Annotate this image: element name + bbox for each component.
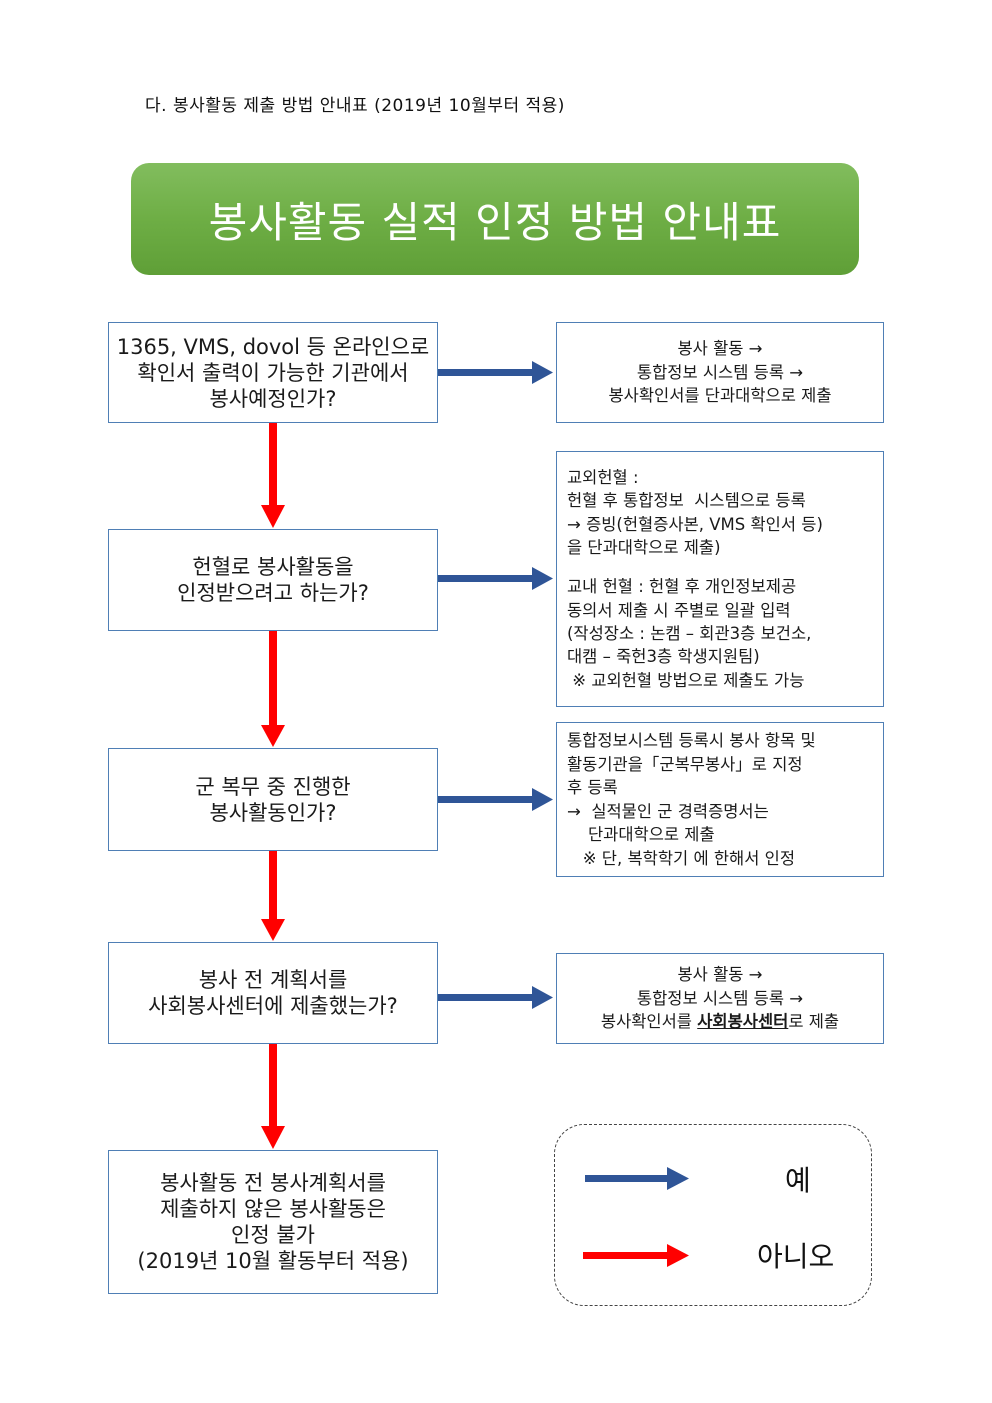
legend: 예 아니오 [554,1124,872,1306]
answer-line: ※ 단, 복학학기 에 한해서 인정 [567,848,796,868]
legend-no-arrow [583,1244,689,1267]
no-arrow [261,851,285,941]
answer-line: 후 등록 [567,778,618,797]
question-box-military-service: 군 복무 중 진행한 봉사활동인가? [108,748,438,851]
title-banner: 봉사활동 실적 인정 방법 안내표 [131,163,859,275]
answer-line: 동의서 제출 시 주별로 일괄 입력 [567,600,791,620]
question-line: 봉사활동인가? [209,800,337,825]
answer-line: 봉사확인서를 사회봉사센터로 제출 [601,1010,839,1034]
section-heading: 다. 봉사활동 제출 방법 안내표 (2019년 10월부터 적용) [145,96,565,116]
no-arrow [261,1044,285,1149]
result-line: (2019년 10월 활동부터 적용) [137,1249,409,1273]
answer-line: 을 단과대학으로 제출) [567,538,721,558]
answer-box-military-service: 통합정보시스템 등록시 봉사 항목 및 활동기관을「군복무봉사」로 지정 후 등… [556,722,884,877]
answer-line: → 증빙(헌혈증사본, VMS 확인서 등) [567,514,823,534]
answer-line: 봉사 활동 → [677,965,763,985]
answer-text: 로 제출 [788,1012,840,1032]
yes-arrow [438,567,553,590]
question-box-plan-submitted: 봉사 전 계획서를 사회봉사센터에 제출했는가? [108,942,438,1044]
question-line: 봉사 전 계획서를 [198,968,348,992]
question-box-online-institution: 1365, VMS, dovol 등 온라인으로 확인서 출력이 가능한 기관에… [108,322,438,423]
answer-line: ※ 교외헌혈 방법으로 제출도 가능 [567,670,805,690]
no-arrow [261,423,285,528]
banner-title: 봉사활동 실적 인정 방법 안내표 [208,197,782,247]
answer-box-plan-submitted: 봉사 활동 → 통합정보 시스템 등록 → 봉사확인서를 사회봉사센터로 제출 [556,953,884,1044]
legend-yes-label: 예 [785,1164,811,1197]
result-line: 제출하지 않은 봉사활동은 [160,1197,386,1221]
answer-box-blood-donation: 교외헌혈 : 헌혈 후 통합정보 시스템으로 등록 → 증빙(헌혈증사본, VM… [556,451,884,707]
answer-line: → 실적물인 군 경력증명서는 [567,801,769,821]
answer-line: 헌혈 후 통합정보 시스템으로 등록 [567,491,806,511]
answer-line: 통합정보시스템 등록시 봉사 항목 및 [567,731,816,750]
legend-no-label: 아니오 [757,1240,835,1273]
question-line: 봉사예정인가? [209,386,337,411]
question-line: 확인서 출력이 가능한 기관에서 [137,360,409,385]
answer-line: 대캠 – 죽헌3층 학생지원팀) [567,647,760,667]
answer-line: 활동기관을「군복무봉사」로 지정 [567,754,803,774]
answer-line: 통합정보 시스템 등록 → [636,362,804,382]
legend-yes-arrow [585,1167,689,1190]
answer-line: 교외헌혈 : [567,468,639,488]
answer-box-online-institution: 봉사 활동 → 통합정보 시스템 등록 → 봉사확인서를 단과대학으로 제출 [556,322,884,423]
social-service-center-emphasis: 사회봉사센터 [697,1012,789,1032]
yes-arrow [438,986,553,1009]
result-line: 봉사활동 전 봉사계획서를 [160,1171,386,1195]
answer-line: 봉사 활동 → [677,339,763,359]
answer-line: (작성장소 : 논캠 – 회관3층 보건소, [567,623,812,643]
answer-line: 교내 헌혈 : 헌혈 후 개인정보제공 [567,577,797,597]
answer-line: 단과대학으로 제출 [567,825,715,844]
answer-line: 봉사확인서를 단과대학으로 제출 [608,386,832,406]
answer-text: 봉사확인서를 [600,1012,698,1032]
result-line: 인정 불가 [231,1223,315,1247]
legend-arrows [583,1167,689,1267]
question-box-blood-donation: 헌혈로 봉사활동을 인정받으려고 하는가? [108,529,438,631]
result-box-not-recognized: 봉사활동 전 봉사계획서를 제출하지 않은 봉사활동은 인정 불가 (2019년… [108,1150,438,1294]
question-line: 군 복무 중 진행한 [195,774,351,799]
yes-arrow [438,361,553,384]
yes-arrow [438,788,553,811]
question-line: 1365, VMS, dovol 등 온라인으로 [116,334,430,359]
question-line: 인정받으려고 하는가? [177,581,369,605]
question-line: 헌혈로 봉사활동을 [192,555,354,579]
no-arrow [261,631,285,747]
answer-line: 통합정보 시스템 등록 → [636,988,804,1008]
question-line: 사회봉사센터에 제출했는가? [148,994,398,1018]
